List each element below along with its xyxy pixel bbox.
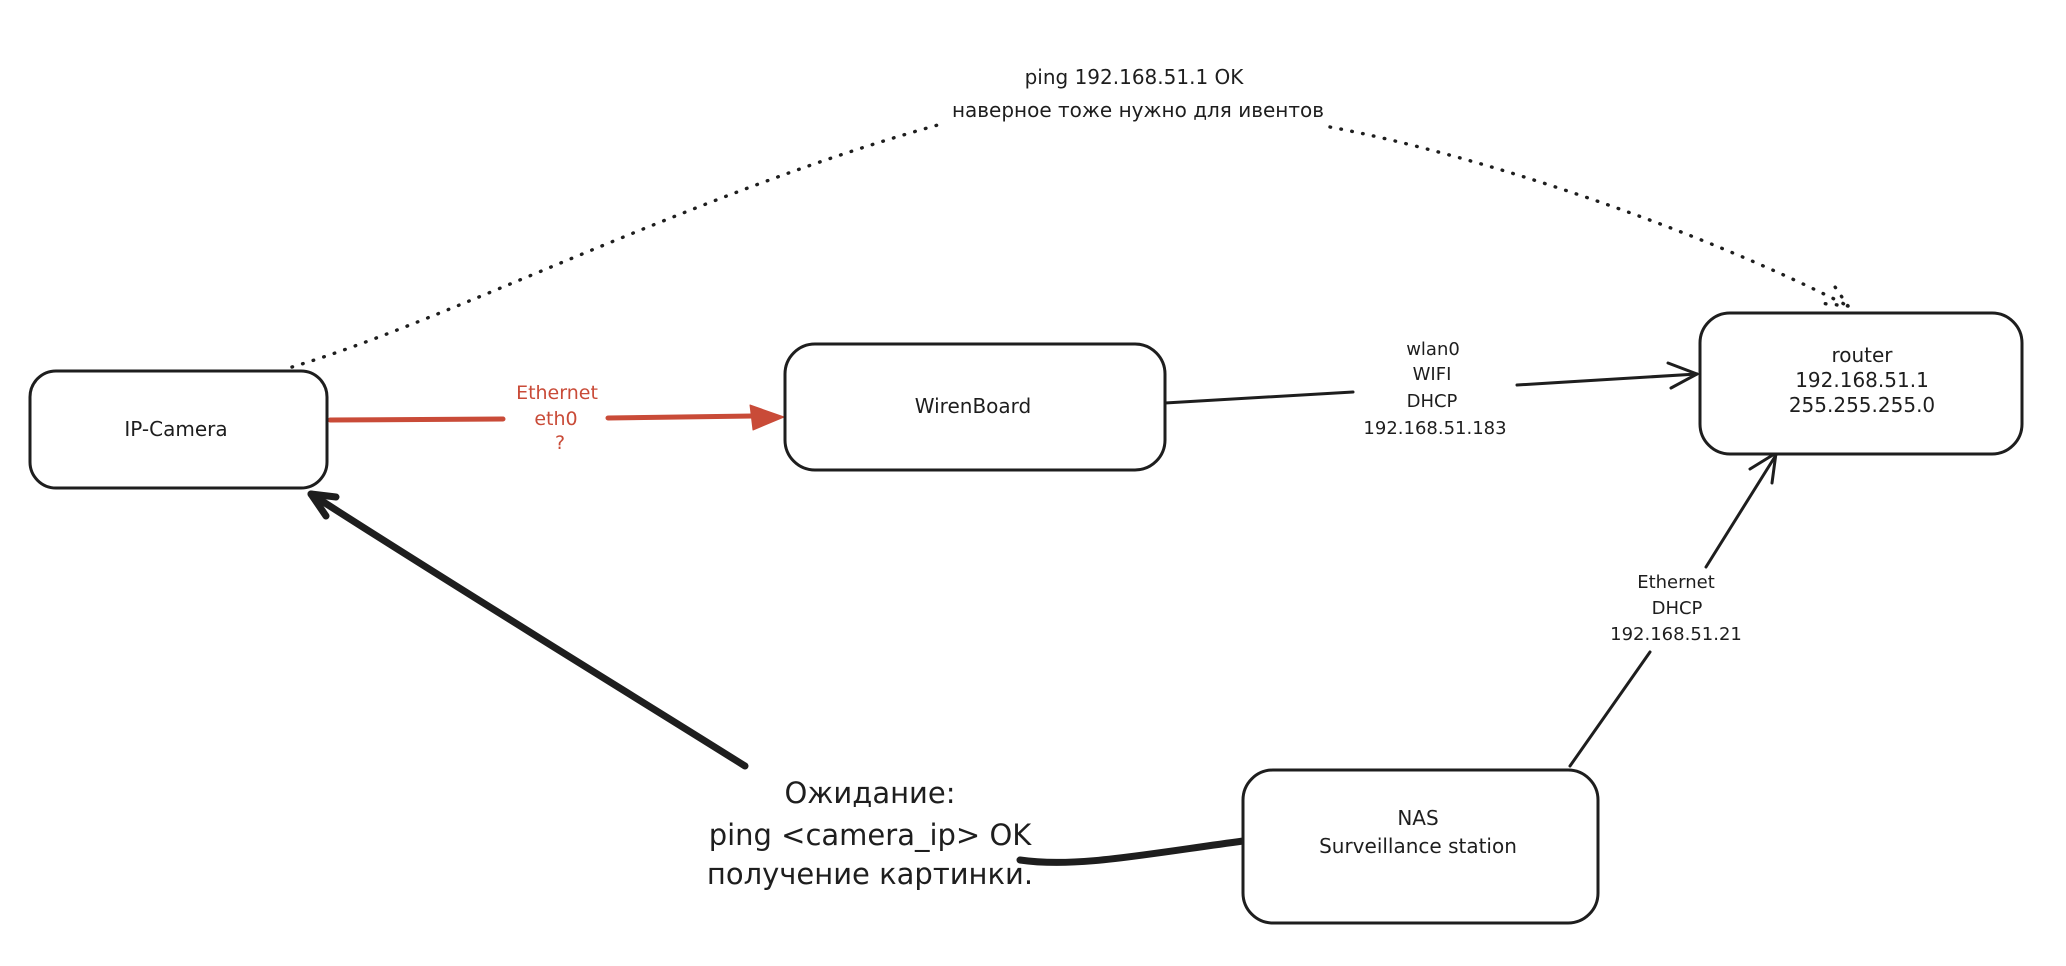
thick-arrow-shaft bbox=[307, 490, 749, 770]
edge-camera-to-wirenboard: Ethernet eth0 ? bbox=[327, 382, 785, 454]
nas-router-arrowhead bbox=[1748, 451, 1778, 485]
note-line3: получение картинки. bbox=[707, 857, 1033, 891]
note-line1: Ожидание: bbox=[784, 776, 955, 810]
nas-router-shaft bbox=[1568, 453, 1778, 768]
edge-wirenboard-to-router: wlan0 WIFI DHCP 192.168.51.183 bbox=[1163, 339, 1699, 439]
red-label-ethernet: Ethernet bbox=[516, 382, 598, 404]
wlan-label-line3: DHCP bbox=[1407, 391, 1458, 412]
wlan-label-line2: WIFI bbox=[1413, 364, 1452, 385]
wlan-arrowhead bbox=[1666, 361, 1699, 390]
edge-nas-to-router: Ethernet DHCP 192.168.51.21 bbox=[1568, 451, 1778, 768]
note-line2: ping <camera_ip> OK bbox=[709, 818, 1033, 852]
nas-label-line2: Surveillance station bbox=[1319, 834, 1517, 858]
dotted-arc-left bbox=[290, 121, 947, 369]
edge-camera-to-router-dotted: ping 192.168.51.1 OK наверное тоже нужно… bbox=[290, 65, 1850, 369]
router-box bbox=[1698, 311, 2024, 456]
node-wirenboard: WirenBoard bbox=[783, 342, 1167, 472]
edge-nas-to-note bbox=[1016, 837, 1247, 866]
nas-router-label-line3: 192.168.51.21 bbox=[1610, 624, 1742, 645]
nas-label-line1: NAS bbox=[1397, 806, 1438, 830]
wirenboard-label: WirenBoard bbox=[915, 394, 1031, 418]
expectation-note: Ожидание: ping <camera_ip> OK получение … bbox=[707, 776, 1033, 891]
nas-router-label-line1: Ethernet bbox=[1637, 572, 1715, 593]
ping-annotation-line1: ping 192.168.51.1 OK bbox=[1025, 65, 1245, 89]
router-label-line3: 255.255.255.0 bbox=[1789, 393, 1935, 417]
nas-router-label-line2: DHCP bbox=[1652, 598, 1703, 619]
router-label-line1: router bbox=[1831, 343, 1893, 367]
red-arrow-shaft bbox=[327, 413, 756, 423]
node-nas: NAS Surveillance station bbox=[1241, 768, 1600, 925]
wlan-arrow-shaft bbox=[1163, 372, 1699, 405]
red-label-eth0: eth0 bbox=[534, 408, 577, 430]
thick-arrowhead bbox=[307, 490, 340, 520]
wlan-label-line1: wlan0 bbox=[1406, 339, 1460, 360]
wirenboard-box bbox=[783, 342, 1167, 472]
nas-note-connector bbox=[1016, 837, 1247, 866]
wlan-label-line4: 192.168.51.183 bbox=[1363, 418, 1506, 439]
red-label-question: ? bbox=[555, 432, 565, 454]
ip-camera-label: IP-Camera bbox=[124, 417, 227, 441]
ping-annotation-line2: наверное тоже нужно для ивентов bbox=[952, 98, 1324, 122]
dotted-arc-right bbox=[1328, 125, 1850, 308]
node-router: router 192.168.51.1 255.255.255.0 bbox=[1698, 311, 2024, 456]
node-ip-camera: IP-Camera bbox=[28, 369, 329, 490]
ip-camera-box bbox=[28, 369, 329, 490]
edge-note-to-camera bbox=[307, 490, 749, 770]
router-label-line2: 192.168.51.1 bbox=[1795, 368, 1929, 392]
red-arrowhead bbox=[749, 404, 785, 431]
nas-box bbox=[1241, 768, 1600, 925]
